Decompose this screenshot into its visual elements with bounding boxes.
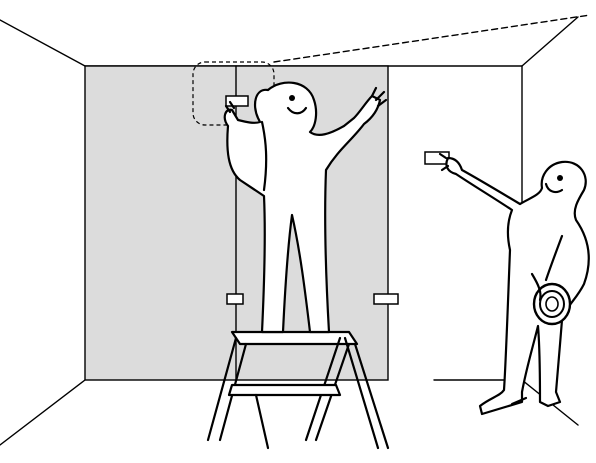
person2-body	[445, 156, 590, 416]
person-with-tape	[424, 151, 590, 416]
tape-roll-inner	[539, 290, 565, 318]
person-on-ladder	[223, 81, 388, 334]
ceiling-left-edge	[0, 19, 86, 67]
ladder-rear-left-leg	[254, 393, 270, 450]
person-mouth	[286, 106, 308, 115]
person-arm-line	[260, 120, 268, 192]
ceiling-right-edge	[521, 16, 579, 67]
tape-right-bottom	[373, 293, 399, 305]
person2-hand	[438, 152, 450, 172]
step-ladder	[206, 330, 390, 450]
projection-dashed-line	[273, 14, 591, 63]
ladder-back-leg-inner	[353, 342, 390, 450]
person2-mouth	[544, 182, 564, 194]
person2-eye	[557, 175, 563, 181]
floor-left-edge	[0, 379, 86, 446]
tape-top	[225, 95, 249, 107]
person2-arm-line	[544, 234, 564, 282]
tape-roll-core	[545, 296, 559, 312]
person-body	[223, 81, 382, 334]
tape-left-bottom	[226, 293, 244, 305]
tape-roll-strap	[530, 272, 542, 302]
tape-pieces	[225, 95, 399, 305]
person2-foot-line	[510, 396, 528, 406]
ladder-back-leg	[343, 336, 380, 450]
ladder-lower-step	[227, 383, 342, 397]
person-eye	[289, 95, 295, 101]
person-left-hand	[224, 100, 236, 114]
person-right-hand	[370, 86, 388, 108]
ladder-front-left-leg	[206, 336, 238, 442]
